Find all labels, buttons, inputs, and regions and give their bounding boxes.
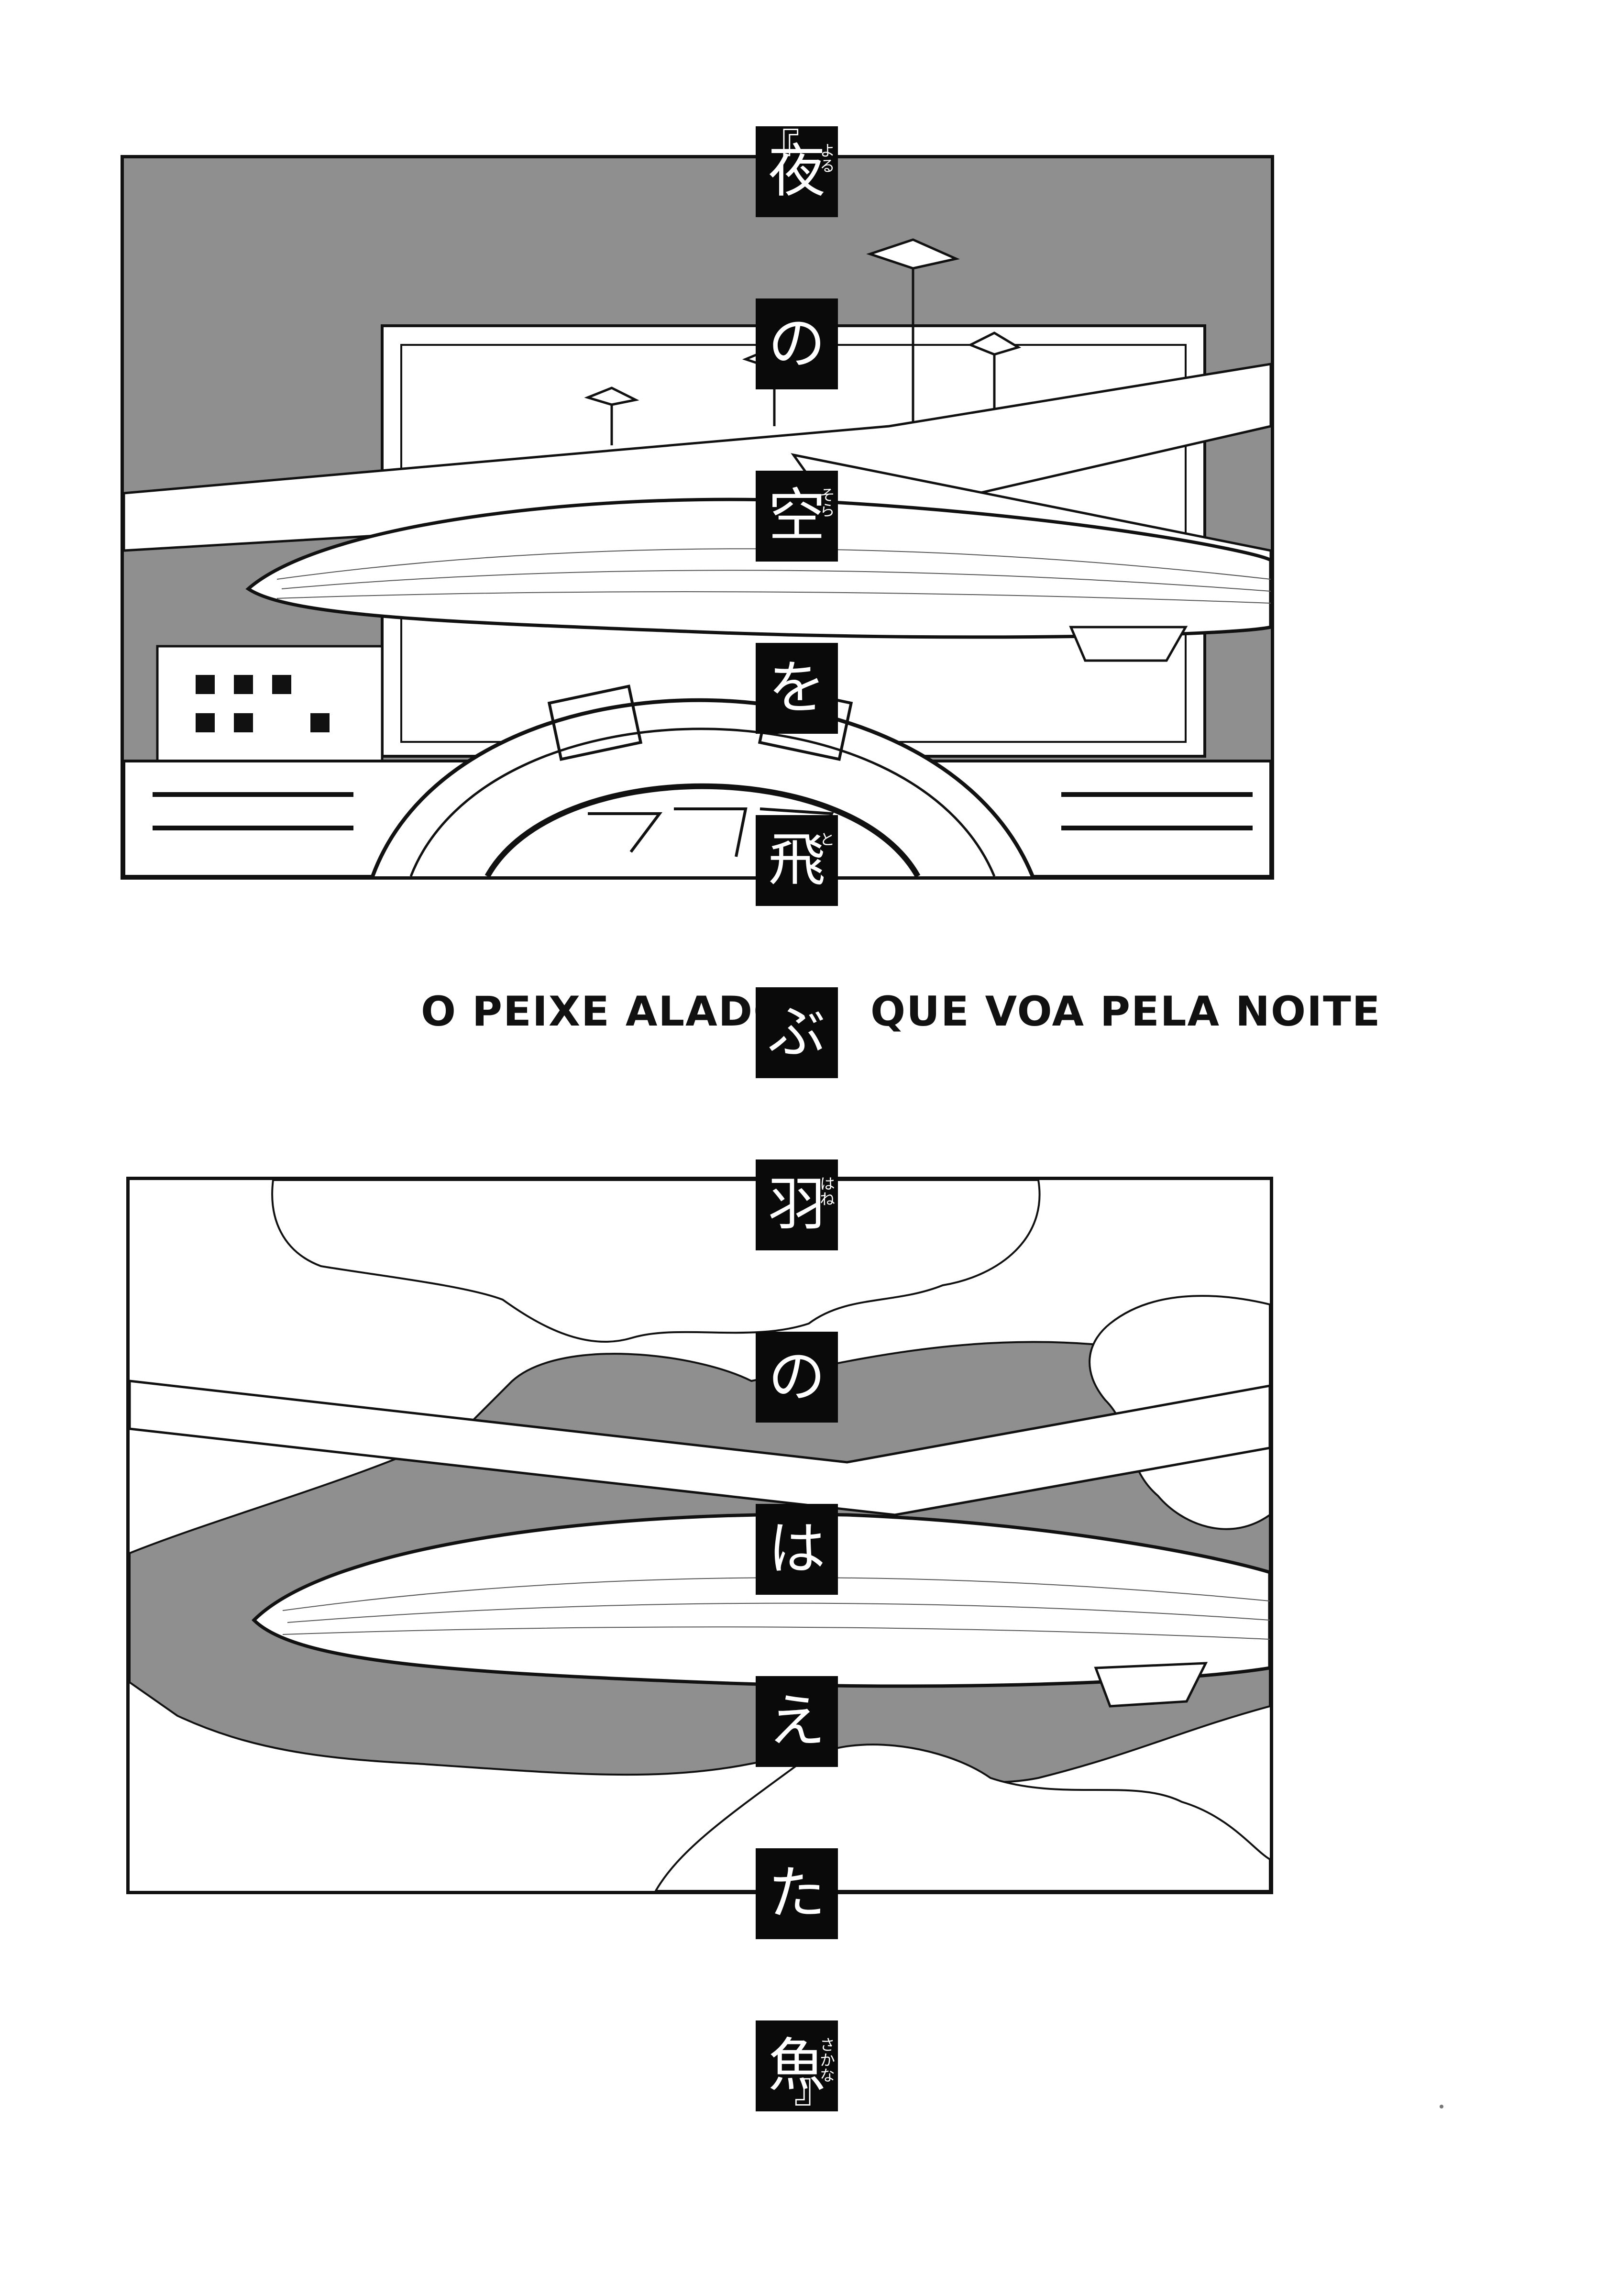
title-close-quote: 』 [794, 2064, 835, 2112]
title-char: 空そら [756, 471, 838, 562]
title-char-glyph: 魚 [768, 2032, 826, 2099]
airship-clouds-illustration [130, 1180, 1270, 1891]
title-char: の [756, 298, 838, 389]
airship-fins [124, 363, 1271, 552]
title-char: え [756, 1676, 838, 1767]
title-char: 羽はね [756, 1159, 838, 1250]
title-char-ruby: よる [817, 143, 836, 173]
title-char-glyph: 飛 [768, 827, 826, 894]
title-char-glyph: ぶ [768, 999, 826, 1066]
airship-hull [252, 1512, 1270, 1688]
caption-left: O PEIXE ALADO [421, 988, 790, 1036]
title-char-ruby: そら [817, 487, 836, 518]
title-char: 『夜よる [756, 126, 838, 217]
airship-fins [130, 1380, 1270, 1516]
airship-gondola [1069, 626, 1188, 662]
title-char: 飛と [756, 815, 838, 906]
title-char-glyph: の [768, 1344, 826, 1410]
title-open-quote: 『 [759, 126, 800, 174]
airship-building-illustration [124, 158, 1271, 876]
title-char: 魚さかな』 [756, 2020, 838, 2111]
title-char-glyph: を [768, 655, 826, 721]
title-char-glyph: え [768, 1688, 826, 1755]
title-char-ruby: さかな [817, 2037, 836, 2083]
caption-right: QUE VOA PELA NOITE [870, 988, 1381, 1036]
title-char-ruby: はね [817, 1176, 836, 1206]
title-char-glyph: た [768, 1860, 826, 1927]
title-char: ぶ [756, 987, 838, 1078]
title-char-glyph: 羽 [768, 1171, 826, 1238]
title-char-glyph: 夜 [768, 138, 826, 205]
title-char-glyph: の [768, 310, 826, 377]
title-char-glyph: 空 [768, 483, 826, 549]
left-buildings [156, 645, 384, 762]
vertical-title: 『夜よるの空そらを飛とぶ羽はねのはえた魚さかな』 [756, 115, 851, 2138]
title-char-ruby: と [817, 831, 836, 847]
title-char: は [756, 1504, 838, 1595]
top-panel [121, 155, 1274, 880]
title-char: を [756, 643, 838, 734]
title-char: た [756, 1848, 838, 1939]
title-char-glyph: は [768, 1516, 826, 1582]
title-char: の [756, 1332, 838, 1423]
airship-hull [245, 497, 1271, 639]
bottom-panel [126, 1177, 1273, 1894]
airship-gondola [1094, 1662, 1208, 1708]
paper-speck [1440, 2105, 1443, 2108]
